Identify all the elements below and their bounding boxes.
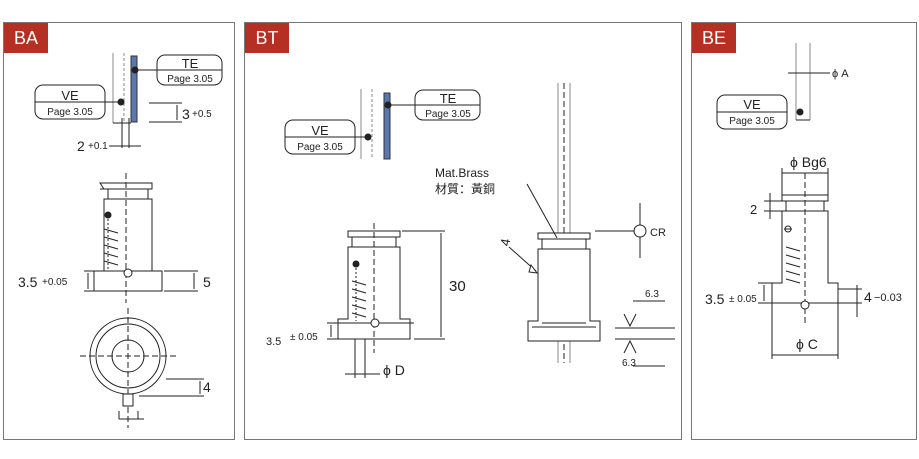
- ba-ve-page: Page 3.05: [47, 107, 93, 118]
- ba-ve-label: VE: [61, 88, 79, 103]
- be-ve-label: VE: [743, 97, 761, 112]
- be-ve-page: Page 3.05: [729, 116, 775, 127]
- panel-be: BE: [691, 22, 917, 440]
- bt-mat-zh: 材質：黃銅: [435, 181, 495, 196]
- be-dim-pm005: ± 0.05: [729, 294, 757, 305]
- ba-dim-3: 3: [182, 106, 190, 122]
- panel-ba: BA: [3, 22, 235, 440]
- be-dim-phic: ϕ C: [796, 336, 818, 352]
- ba-drawing: VE Page 3.05 TE Page 3.05 3 +0.5 2 +0.1 …: [18, 53, 223, 428]
- bt-drawing: VE Page 3.05 TE Page 3.05 30 3.5 ± 0.05 …: [266, 83, 675, 378]
- ba-dim-35: 3.5: [18, 274, 38, 290]
- bt-mat-en: Mat.Brass: [435, 166, 489, 180]
- bt-te-page: Page 3.05: [425, 109, 471, 120]
- ba-dim-plus005: +0.05: [42, 277, 68, 288]
- bt-ve-label: VE: [311, 123, 329, 138]
- be-dim-4: 4: [864, 289, 872, 305]
- bt-dim-63a: 6.3: [645, 289, 659, 300]
- ba-dim-plus01: +0.1: [88, 141, 108, 152]
- bt-te-label: TE: [440, 91, 457, 106]
- be-dim-2: 2: [750, 202, 757, 217]
- be-dim-35: 3.5: [705, 291, 725, 307]
- bt-dim-30: 30: [449, 278, 466, 295]
- ba-te-page: Page 3.05: [167, 74, 213, 85]
- panel-ba-tag: BA: [4, 23, 48, 53]
- bt-ve-page: Page 3.05: [297, 142, 343, 153]
- ba-dim-plus05: +0.5: [192, 109, 212, 120]
- panel-be-tag: BE: [692, 23, 736, 53]
- bt-dim-35: 3.5: [266, 336, 281, 348]
- bt-dim-63b: 6.3: [622, 358, 636, 369]
- bt-dim-4: 4: [497, 237, 513, 247]
- panel-bt-tag: BT: [245, 23, 289, 53]
- ba-dim-4: 4: [203, 379, 211, 395]
- ba-dim-5: 5: [203, 274, 211, 290]
- be-dim-m003: −0.03: [874, 292, 902, 304]
- panel-bt: BT: [244, 22, 682, 440]
- be-drawing: ϕ A VE Page 3.05 ϕ Bg6 2 3.5 ± 0.05 4 −0…: [705, 43, 902, 359]
- be-dim-phia: ϕ A: [832, 68, 849, 80]
- bt-dim-phid: ϕ D: [383, 362, 405, 378]
- bt-dim-pm005: ± 0.05: [290, 332, 318, 343]
- ba-te-label: TE: [182, 56, 199, 71]
- bt-dim-cr: CR: [650, 227, 666, 239]
- be-dim-phibg6: ϕ Bg6: [790, 154, 827, 170]
- ba-dim-2: 2: [77, 138, 85, 154]
